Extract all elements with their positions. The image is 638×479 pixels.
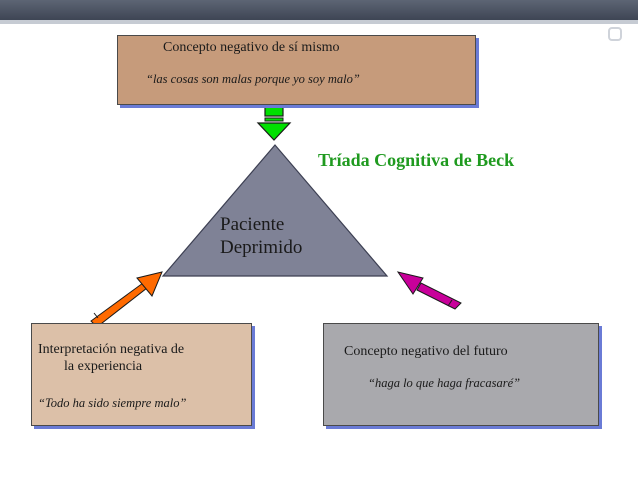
corner-decoration-icon (608, 27, 622, 41)
center-label: Paciente Deprimido (220, 213, 302, 259)
depressed-patient-triangle (161, 144, 389, 277)
top-banner (0, 0, 638, 20)
self-concept-title: Concepto negativo de sí mismo (163, 40, 340, 55)
experience-title-line1: Interpretación negativa de (38, 342, 185, 357)
diagram-title: Tríada Cognitiva de Beck (318, 150, 515, 170)
future-quote: “haga lo que haga fracasaré” (368, 376, 521, 390)
banner-accent-line (0, 20, 638, 24)
future-box: Concepto negativo del futuro “haga lo qu… (323, 323, 599, 426)
experience-quote: “Todo ha sido siempre malo” (38, 396, 187, 410)
arrow-top-down-icon (256, 103, 292, 141)
experience-box: Interpretación negativa de la experienci… (31, 323, 252, 426)
experience-title-line2: la experiencia (64, 359, 143, 374)
arrow-right-up-icon (396, 271, 462, 310)
experience-title: Interpretación negativa de la experienci… (38, 341, 243, 375)
self-concept-box: Concepto negativo de sí mismo “las cosas… (117, 35, 476, 105)
self-concept-quote: “las cosas son malas porque yo soy malo” (146, 72, 360, 86)
center-label-line2: Deprimido (220, 237, 303, 258)
center-label-line1: Paciente (220, 214, 285, 235)
arrow-left-up-icon (90, 271, 163, 328)
future-title: Concepto negativo del futuro (344, 344, 508, 359)
